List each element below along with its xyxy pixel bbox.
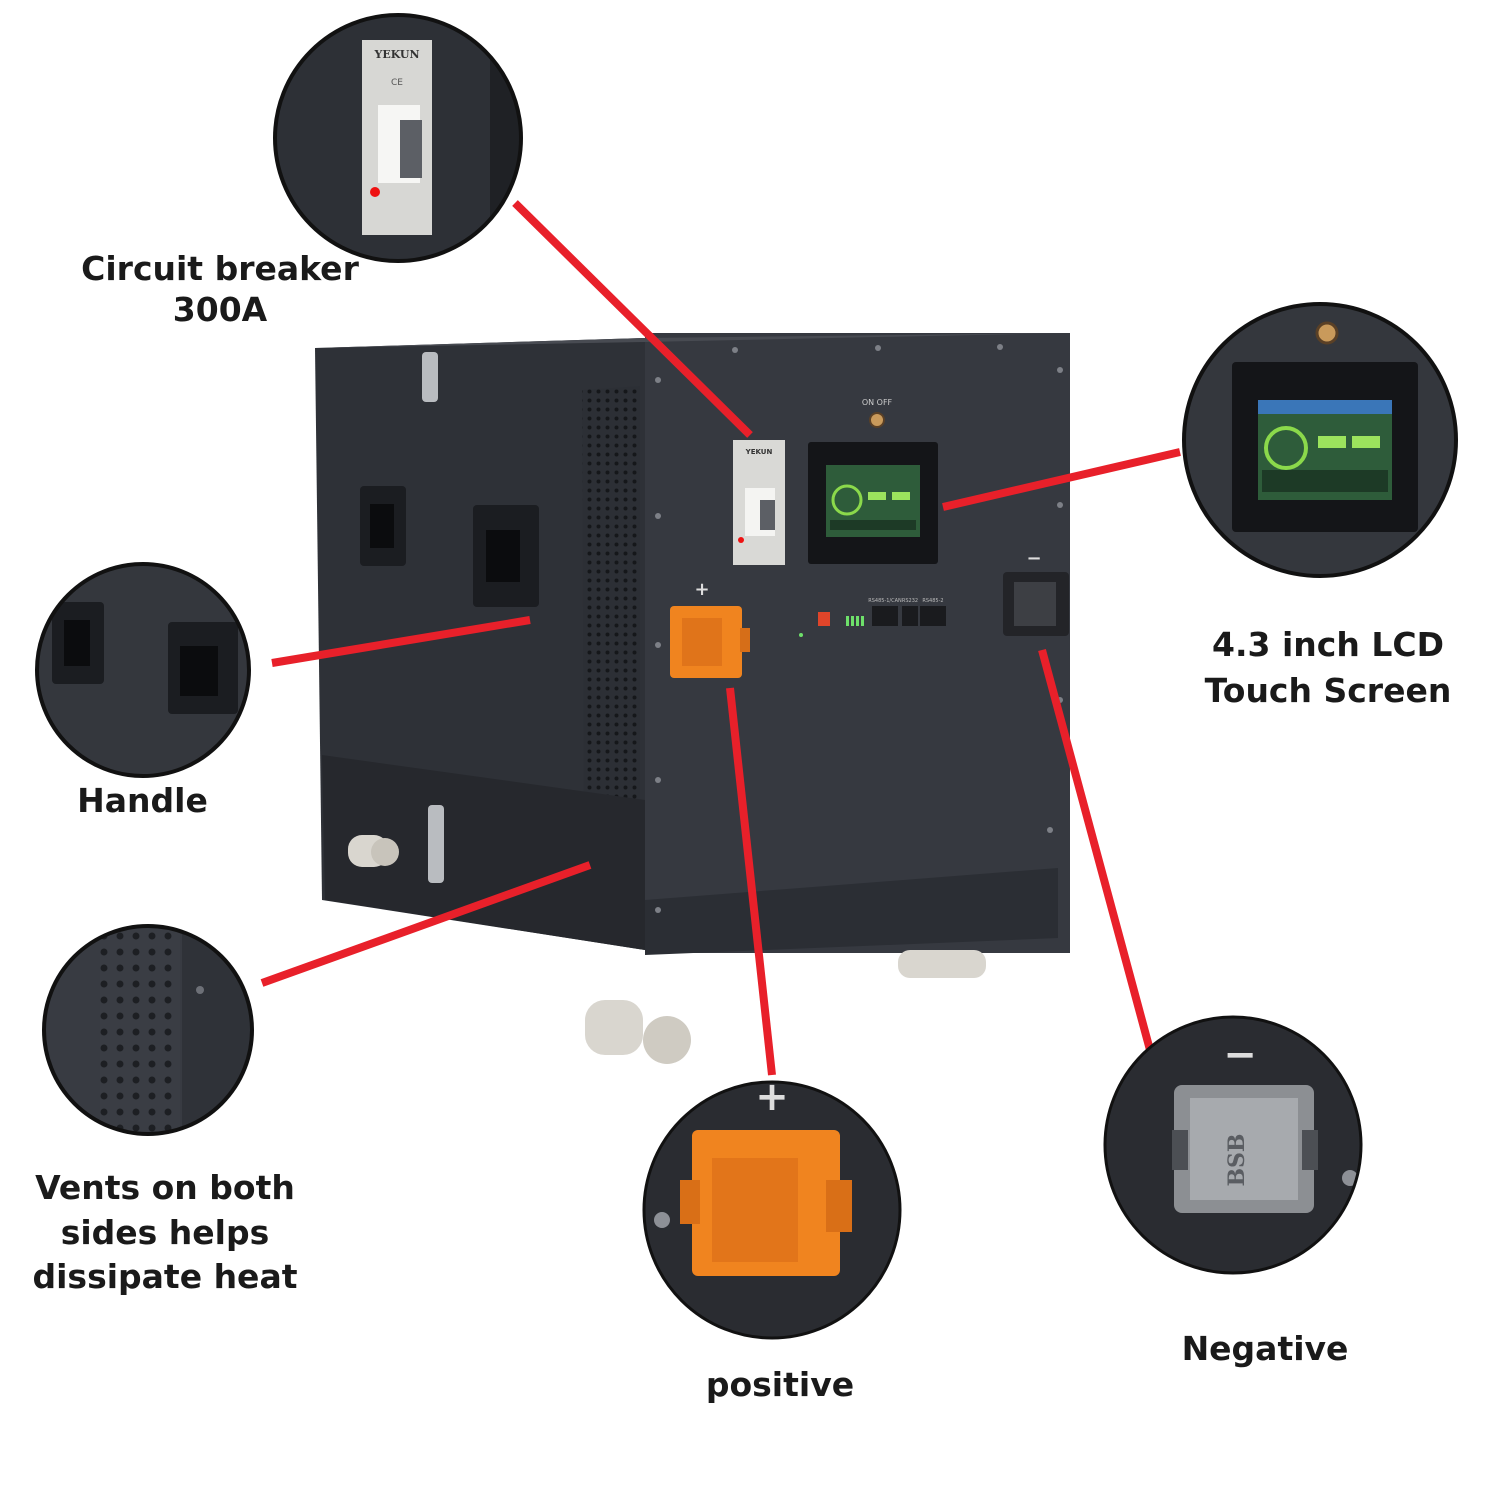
label-vents: Vents on both sides helps dissipate heat [20,1166,310,1300]
label-lcd-line2: Touch Screen [1204,671,1452,711]
zoom-breaker-brand: YEKUN [373,48,419,61]
label-circuit-breaker-line2: 300A [172,290,268,330]
zoom-negative-symbol: − [1223,1032,1257,1078]
label-handle: Handle [40,780,245,821]
label-positive: positive [660,1364,900,1405]
leader-line-lcd [942,448,1181,511]
front-lcd-screen[interactable] [808,442,938,564]
front-positive-connector[interactable] [670,606,750,678]
front-breaker-brand: YEKUN [745,448,773,456]
front-negative-symbol: − [1026,548,1041,569]
leader-lines [260,200,1181,1076]
leader-line-breaker [512,200,753,438]
front-screws [655,344,1063,913]
front-positive-symbol: + [694,579,709,600]
top-latch [422,352,438,402]
label-negative-line1: Negative [1181,1329,1349,1368]
callout-vents [42,924,254,1136]
label-lcd: 4.3 inch LCD Touch Screen [1178,622,1478,714]
port-label: RS485-2 [922,598,943,604]
zoom-breaker-mark: CE [391,78,403,88]
leader-line-handle [271,616,531,667]
power-switch-label: ON OFF [862,398,893,407]
leader-line-vents [260,861,592,987]
side-vent-grille [582,386,640,895]
leader-line-positive [726,687,776,1076]
battery-cabinet: YEKUN ON OFF + [315,333,1070,1064]
port-label: RS485-1/CAN [868,598,902,604]
caster-wheel [585,1000,691,1064]
port-label: RS232 [902,598,918,604]
power-switch[interactable] [869,412,885,428]
label-vents-line1: Vents on both [35,1168,295,1207]
label-handle-line1: Handle [77,781,208,820]
label-circuit-breaker: Circuit breaker 300A [70,248,370,331]
cabinet-top-edge [315,333,1070,348]
caster-wheel [898,950,986,978]
bottom-latch [428,805,444,883]
front-negative-connector[interactable] [1003,572,1069,636]
negative-connector-brand: BSB [1224,1133,1250,1186]
callout-positive: + [642,1074,902,1340]
label-vents-line2: sides helps [60,1212,270,1252]
communication-ports[interactable] [872,606,946,626]
caster-wheel [348,835,399,867]
label-vents-line3: dissipate heat [32,1257,298,1297]
side-handle-left [360,486,406,566]
label-positive-line1: positive [705,1365,855,1404]
callout-handle [35,562,251,778]
indicator-port-panel [799,612,864,637]
label-lcd-line1: 4.3 inch LCD [1212,625,1444,664]
cabinet-side-base [322,755,645,950]
callout-circuit-breaker: YEKUN CE [273,13,523,263]
cabinet-front-base [645,868,1058,955]
side-handle-right [473,505,539,607]
front-circuit-breaker[interactable]: YEKUN [733,440,785,565]
leader-line-negative [1038,648,1154,1052]
callout-lcd [1182,302,1458,578]
callout-negative: − BSB [1103,1015,1363,1275]
label-negative: Negative [1140,1328,1390,1369]
zoom-positive-symbol: + [755,1074,789,1120]
label-circuit-breaker-line1: Circuit breaker [81,249,359,288]
